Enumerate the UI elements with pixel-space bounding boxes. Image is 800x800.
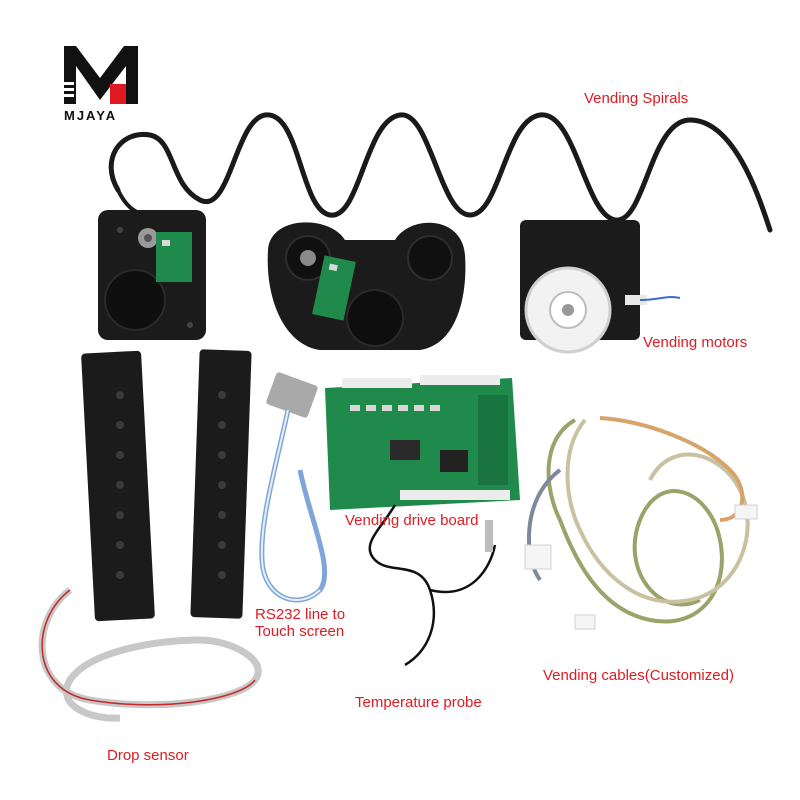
vending-cables [524, 416, 758, 630]
label-drop-sensor: Drop sensor [107, 747, 189, 764]
label-rs232-line: RS232 line to [255, 606, 346, 623]
vending-spiral [108, 112, 773, 233]
vending-motor-2 [267, 222, 466, 350]
vending-motor-3 [520, 220, 681, 354]
brand-logo-text: MJAYA [64, 108, 118, 123]
label-vending-spirals: Vending Spirals [584, 90, 689, 107]
label-temperature-probe: Temperature probe [355, 694, 482, 711]
rs232-cable [259, 372, 328, 603]
label-vending-motors: Vending motors [643, 334, 748, 351]
drop-sensor [38, 349, 262, 722]
label-vending-cables: Vending cables(Customized) [543, 667, 734, 684]
temperature-probe [368, 504, 497, 667]
mjaya-logo-icon [60, 46, 138, 104]
label-touch-screen: Touch screen [255, 623, 345, 640]
label-vending-drive-board: Vending drive board [345, 512, 479, 529]
vending-motor-1 [98, 210, 206, 340]
vending-drive-board [325, 375, 520, 510]
